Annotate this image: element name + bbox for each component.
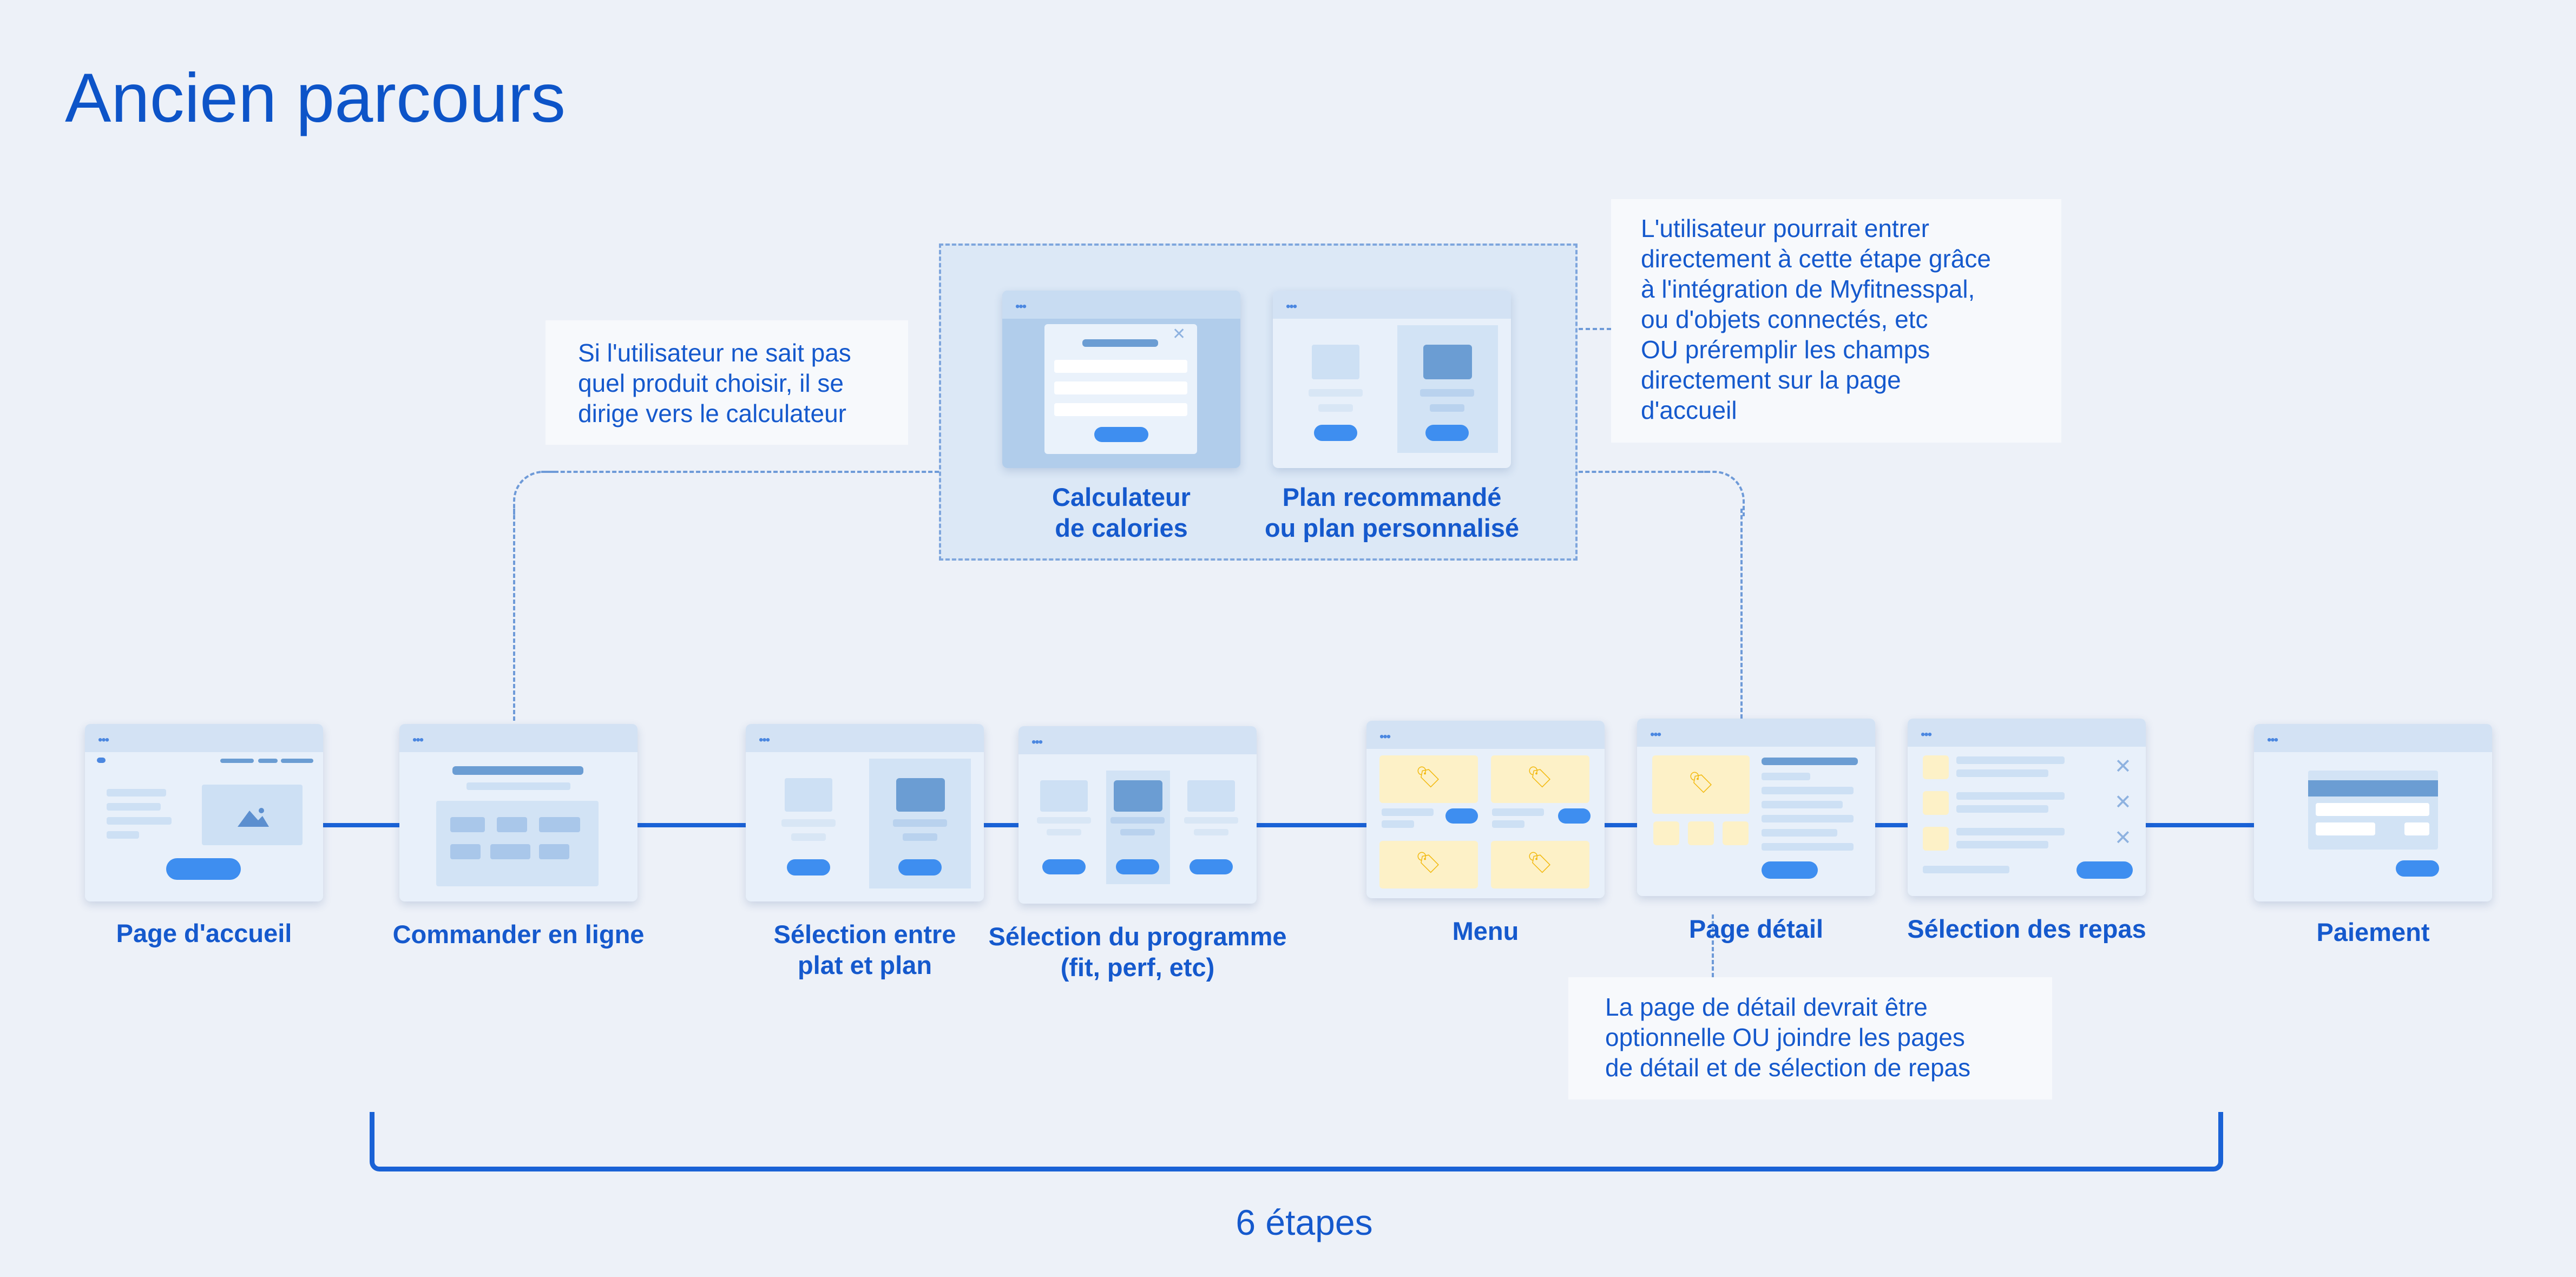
window-bar: ••• <box>1908 719 2146 747</box>
screen-calculator: ••• ✕ <box>1002 291 1240 468</box>
step-label-detail: Page détail <box>1688 914 1824 943</box>
screen-menu: ••• 🏷 🏷 🏷 🏷 <box>1366 721 1605 898</box>
window-dots-icon: ••• <box>1650 727 1661 742</box>
confirm-button[interactable] <box>2076 861 2133 879</box>
window-bar: ••• <box>1366 721 1605 749</box>
price-tag-icon: 🏷 <box>1415 766 1442 789</box>
remove-icon[interactable]: ✕ <box>2114 827 2132 850</box>
flow-line <box>303 823 2305 827</box>
price-tag-icon: 🏷 <box>1688 772 1714 794</box>
program-select-button[interactable] <box>1190 859 1233 874</box>
window-bar: ••• <box>746 724 984 752</box>
step-label-order-online: Commander en ligne <box>392 920 645 949</box>
window-dots-icon: ••• <box>1379 729 1391 744</box>
plan-select-button[interactable] <box>1425 425 1469 441</box>
window-bar: ••• <box>1018 726 1257 754</box>
add-to-cart-button[interactable] <box>1558 808 1591 824</box>
menu-item-card[interactable]: 🏷 <box>1491 755 1589 803</box>
price-tag-icon: 🏷 <box>1527 852 1553 874</box>
image-icon <box>238 808 269 827</box>
connector-left-curve <box>513 471 558 516</box>
window-bar: ••• <box>1637 719 1875 747</box>
hero-image <box>202 785 303 845</box>
select-plan-button[interactable] <box>898 859 942 876</box>
program-select-button[interactable] <box>1116 859 1159 874</box>
screen-order-online: ••• <box>399 724 638 901</box>
step-label-meal-selection: Sélection des repas <box>1907 914 2146 943</box>
screen-payment: ••• <box>2254 724 2492 901</box>
window-bar: ••• <box>399 724 638 752</box>
connector-left-horizontal <box>541 471 939 473</box>
bracket-label: 6 étapes <box>1236 1202 1373 1242</box>
screen-home: ••• <box>85 724 323 901</box>
window-bar: ••• <box>2254 724 2492 752</box>
connector-left-vertical <box>513 509 515 721</box>
steps-bracket <box>370 1112 2223 1171</box>
connector-right-vertical <box>1740 509 1743 719</box>
price-tag-icon: 🏷 <box>1415 852 1442 874</box>
calculator-modal: ✕ <box>1044 324 1197 454</box>
menu-item-card[interactable]: 🏷 <box>1379 755 1478 803</box>
close-icon[interactable]: ✕ <box>1172 325 1186 343</box>
window-bar: ••• <box>1273 291 1511 319</box>
remove-icon[interactable]: ✕ <box>2114 755 2132 778</box>
step-label-home: Page d'accueil <box>116 919 292 947</box>
add-to-cart-button[interactable] <box>1762 861 1818 879</box>
pay-button[interactable] <box>2396 860 2439 877</box>
window-bar: ••• <box>1002 291 1240 319</box>
note-detail: La page de détail devrait être optionnel… <box>1568 977 2052 1100</box>
screen-program-selection: ••• <box>1018 726 1257 904</box>
optional-step-label-plan: Plan recommandé ou plan personnalisé <box>1264 483 1520 543</box>
window-dots-icon: ••• <box>1286 299 1297 314</box>
add-to-cart-button[interactable] <box>1445 808 1478 824</box>
window-dots-icon: ••• <box>1015 299 1027 314</box>
menu-item-card[interactable]: 🏷 <box>1491 841 1589 888</box>
connector-right-horizontal <box>1579 471 1708 473</box>
step-label-dish-or-plan: Sélection entre plat et plan <box>773 920 956 980</box>
window-dots-icon: ••• <box>1921 727 1932 742</box>
screen-detail: ••• 🏷 <box>1637 719 1875 896</box>
remove-icon[interactable]: ✕ <box>2114 791 2132 814</box>
connector-note-detail <box>1712 914 1714 977</box>
window-bar: ••• <box>85 724 323 752</box>
window-dots-icon: ••• <box>759 733 770 747</box>
connector-note-integration <box>1579 328 1611 330</box>
note-integration: L'utilisateur pourrait entrer directemen… <box>1611 199 2061 443</box>
program-select-button[interactable] <box>1042 859 1086 874</box>
price-tag-icon: 🏷 <box>1527 766 1553 789</box>
window-dots-icon: ••• <box>412 733 424 747</box>
page-title: Ancien parcours <box>65 60 566 137</box>
step-label-payment: Paiement <box>2316 918 2430 946</box>
cta-button[interactable] <box>166 858 241 880</box>
step-label-program-selection: Sélection du programme (fit, perf, etc) <box>988 922 1287 982</box>
menu-item-card[interactable]: 🏷 <box>1379 841 1478 888</box>
screen-dish-or-plan: ••• <box>746 724 984 901</box>
optional-step-label-calculator: Calculateur de calories <box>1052 483 1191 543</box>
connector-right-curve <box>1699 471 1745 516</box>
screen-meal-selection: ••• ✕ ✕ ✕ <box>1908 719 2146 896</box>
window-dots-icon: ••• <box>2267 733 2278 747</box>
screen-plan: ••• <box>1273 291 1511 468</box>
plan-select-button[interactable] <box>1314 425 1357 441</box>
window-dots-icon: ••• <box>98 733 109 747</box>
calculate-button[interactable] <box>1094 427 1148 442</box>
window-dots-icon: ••• <box>1031 735 1043 749</box>
product-image: 🏷 <box>1652 755 1750 814</box>
select-dish-button[interactable] <box>787 859 830 876</box>
step-label-menu: Menu <box>1452 917 1519 945</box>
note-calculator: Si l'utilisateur ne sait pas quel produi… <box>546 320 908 445</box>
